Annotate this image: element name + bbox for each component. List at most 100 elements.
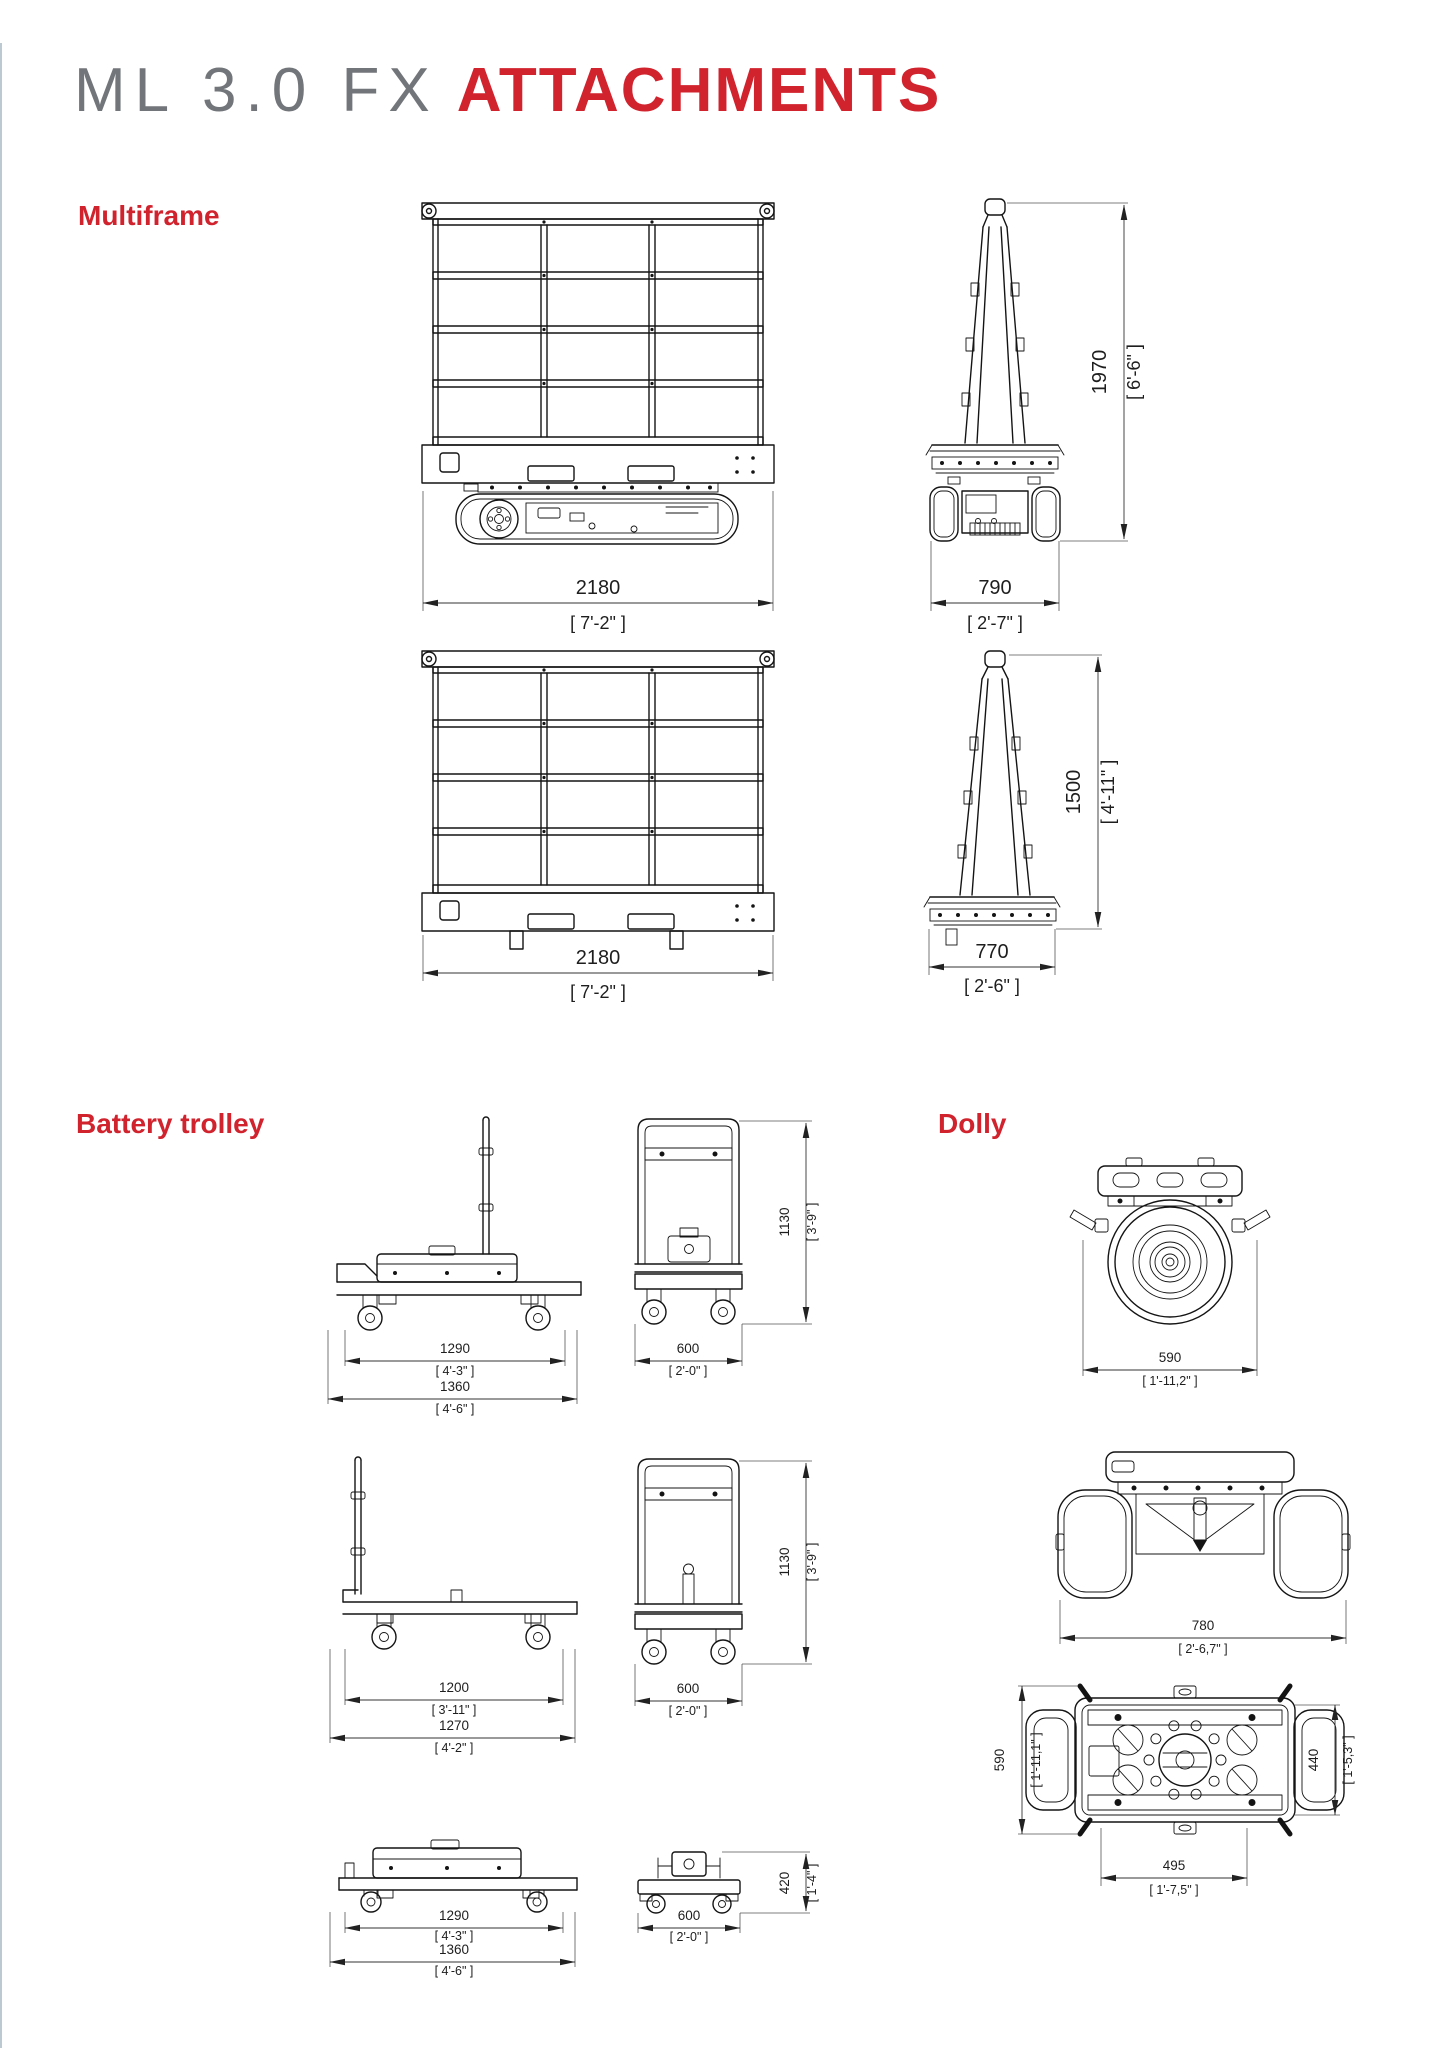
page-title-model: ML 3.0 FX bbox=[74, 56, 439, 125]
dim-mm: 600 bbox=[677, 1341, 700, 1356]
trolley-side-2-dims: 1200 [ 3'-11" ] 1270 [ 4'-2" ] bbox=[329, 1649, 576, 1755]
dim-mm: 495 bbox=[1163, 1858, 1186, 1873]
battery-trolley-front-1-drawing: 1130 [ 3'-9" ] 600 [ 2'-0" ] bbox=[634, 1118, 819, 1378]
trolley-front-2-dim-width: 600 [ 2'-0" ] bbox=[634, 1664, 743, 1718]
dim-ft: [ 2'-0" ] bbox=[669, 1364, 708, 1378]
dim-ft: [ 6'-6" ] bbox=[1124, 344, 1144, 400]
multiframe-front-frame-drawing: 2180 [ 7'-2" ] bbox=[421, 650, 775, 1002]
dim-mm: 1970 bbox=[1089, 350, 1111, 395]
multiframe-front-frame bbox=[421, 650, 775, 950]
section-label-multiframe: Multiframe bbox=[78, 200, 220, 231]
dim-ft: [ 1'-4" ] bbox=[805, 1864, 819, 1903]
page-title-emphasis: ATTACHMENTS bbox=[456, 56, 942, 125]
trolley-side-3-body bbox=[338, 1839, 578, 1913]
multiframe-front-frame-dim-width: 2180 [ 7'-2" ] bbox=[422, 935, 774, 1002]
dim-mm: 1360 bbox=[440, 1379, 470, 1394]
multiframe-side-frame-drawing: 1500 [ 4'-11" ] 770 [ 2'-6" ] bbox=[923, 650, 1118, 996]
dim-mm: 420 bbox=[777, 1872, 792, 1895]
battery-trolley-side-3-drawing: 1290 [ 4'-3" ] 1360 [ 4'-6" ] bbox=[329, 1839, 578, 1978]
dim-ft: [ 4'-6" ] bbox=[436, 1402, 475, 1416]
dim-ft: [ 2'-6,7" ] bbox=[1178, 1642, 1227, 1656]
multiframe-front-tracked-dim-width: 2180 [ 7'-2" ] bbox=[422, 491, 774, 633]
dim-mm: 1290 bbox=[439, 1908, 469, 1923]
multiframe-side-frame-base bbox=[923, 896, 1061, 946]
dim-ft: [ 7'-2" ] bbox=[570, 613, 626, 633]
trolley-front-3-body bbox=[637, 1851, 741, 1914]
trolley-side-2-body bbox=[342, 1456, 578, 1650]
trolley-front-3-dim-width: 600 [ 2'-0" ] bbox=[637, 1908, 741, 1944]
dim-mm: 2180 bbox=[576, 947, 621, 969]
dim-ft: [ 1'-7,5" ] bbox=[1149, 1883, 1198, 1897]
battery-trolley-front-3-drawing: 420 [ 1'-4" ] 600 [ 2'-0" ] bbox=[637, 1851, 819, 1944]
trolley-side-1-body bbox=[336, 1116, 582, 1331]
dolly-wheel-front-dim-width: 590 [ 1'-11,2" ] bbox=[1082, 1240, 1258, 1388]
dim-mm: 1270 bbox=[439, 1718, 469, 1733]
dim-mm: 600 bbox=[678, 1908, 701, 1923]
trolley-side-1-dims: 1290 [ 4'-3" ] 1360 [ 4'-6" ] bbox=[327, 1330, 578, 1416]
multiframe-front-tracked-drawing: 2180 [ 7'-2" ] bbox=[421, 202, 775, 633]
dolly-axle-rear-drawing: 780 [ 2'-6,7" ] bbox=[1055, 1451, 1351, 1656]
battery-trolley-front-2-drawing: 1130 [ 3'-9" ] 600 [ 2'-0" ] bbox=[634, 1458, 819, 1718]
dolly-wheel-front-drawing: 590 [ 1'-11,2" ] bbox=[1069, 1157, 1271, 1388]
dim-ft: [ 1'-11,1" ] bbox=[1029, 1732, 1043, 1787]
dim-mm: 440 bbox=[1306, 1749, 1321, 1772]
dim-mm: 1290 bbox=[440, 1341, 470, 1356]
dolly-top-dim-height-left: 590 [ 1'-11,1" ] bbox=[992, 1685, 1078, 1835]
dim-mm: 2180 bbox=[576, 577, 621, 599]
multiframe-side-frame-dim-height: 1500 [ 4'-11" ] bbox=[1009, 654, 1118, 930]
dim-mm: 600 bbox=[677, 1681, 700, 1696]
multiframe-side-tracked-body bbox=[925, 444, 1065, 485]
dim-ft: [ 2'-0" ] bbox=[669, 1704, 708, 1718]
dim-ft: [ 3'-11" ] bbox=[432, 1703, 477, 1717]
dolly-top-body bbox=[1025, 1683, 1345, 1837]
trolley-side-3-dims: 1290 [ 4'-3" ] 1360 [ 4'-6" ] bbox=[329, 1908, 576, 1978]
battery-trolley-side-2-drawing: 1200 [ 3'-11" ] 1270 [ 4'-2" ] bbox=[329, 1456, 578, 1755]
dim-mm: 780 bbox=[1192, 1618, 1215, 1633]
dolly-top-drawing: 590 [ 1'-11,1" ] 440 [ 1'-5,3" ] 495 [ 1… bbox=[992, 1683, 1355, 1897]
multiframe-front-tracked-frame bbox=[421, 202, 775, 484]
battery-trolley-side-1-drawing: 1290 [ 4'-3" ] 1360 [ 4'-6" ] bbox=[327, 1116, 582, 1416]
multiframe-side-frame-dim-width: 770 [ 2'-6" ] bbox=[928, 929, 1056, 996]
multiframe-side-tracked-drawing: 1970 [ 6'-6" ] 790 [ 2'-7" ] bbox=[925, 198, 1144, 633]
dolly-wheel-front-body bbox=[1069, 1157, 1271, 1325]
dim-ft: [ 1'-5,3" ] bbox=[1341, 1735, 1355, 1784]
multiframe-side-tracked-dim-width: 790 [ 2'-7" ] bbox=[930, 541, 1060, 633]
dim-ft: [ 1'-11,2" ] bbox=[1142, 1374, 1197, 1388]
trolley-front-1-body bbox=[634, 1118, 743, 1325]
trolley-front-2-body bbox=[634, 1458, 743, 1665]
multiframe-side-tracked-mast bbox=[961, 198, 1029, 444]
dolly-top-dim-width: 495 [ 1'-7,5" ] bbox=[1100, 1828, 1248, 1897]
multiframe-side-frame-mast bbox=[957, 650, 1033, 896]
dim-ft: [ 4'-6" ] bbox=[435, 1964, 474, 1978]
dim-mm: 590 bbox=[1159, 1350, 1182, 1365]
dim-ft: [ 7'-2" ] bbox=[570, 982, 626, 1002]
dim-ft: [ 4'-3" ] bbox=[436, 1364, 475, 1378]
dolly-axle-rear-body bbox=[1055, 1451, 1351, 1599]
multiframe-side-tracked-dim-height: 1970 [ 6'-6" ] bbox=[1007, 202, 1144, 542]
dim-ft: [ 2'-7" ] bbox=[967, 613, 1023, 633]
dim-mm: 1500 bbox=[1063, 770, 1085, 815]
dim-ft: [ 2'-6" ] bbox=[964, 976, 1020, 996]
section-label-battery-trolley: Battery trolley bbox=[76, 1108, 265, 1139]
dim-mm: 770 bbox=[975, 941, 1008, 963]
dolly-axle-rear-dim-width: 780 [ 2'-6,7" ] bbox=[1059, 1600, 1347, 1656]
dim-ft: [ 3'-9" ] bbox=[805, 1203, 819, 1242]
dolly-top-dim-height-right: 440 [ 1'-5,3" ] bbox=[1295, 1704, 1355, 1816]
dim-mm: 1130 bbox=[777, 1547, 792, 1576]
dim-ft: [ 4'-11" ] bbox=[1098, 760, 1118, 825]
dim-ft: [ 4'-3" ] bbox=[435, 1929, 474, 1943]
trolley-front-1-dim-width: 600 [ 2'-0" ] bbox=[634, 1324, 743, 1378]
dim-mm: 1130 bbox=[777, 1207, 792, 1236]
dim-mm: 590 bbox=[992, 1749, 1007, 1772]
page-edge-line bbox=[0, 43, 2, 2048]
dim-mm: 1360 bbox=[439, 1942, 469, 1957]
trolley-front-1-dim-height: 1130 [ 3'-9" ] bbox=[739, 1120, 819, 1325]
multiframe-front-tracked-undercarriage bbox=[455, 482, 739, 545]
dim-ft: [ 4'-2" ] bbox=[435, 1741, 474, 1755]
dim-mm: 1200 bbox=[439, 1680, 469, 1695]
dim-ft: [ 3'-9" ] bbox=[805, 1543, 819, 1582]
multiframe-side-tracked-wheels bbox=[929, 486, 1061, 542]
dim-mm: 790 bbox=[978, 577, 1011, 599]
dim-ft: [ 2'-0" ] bbox=[670, 1930, 709, 1944]
